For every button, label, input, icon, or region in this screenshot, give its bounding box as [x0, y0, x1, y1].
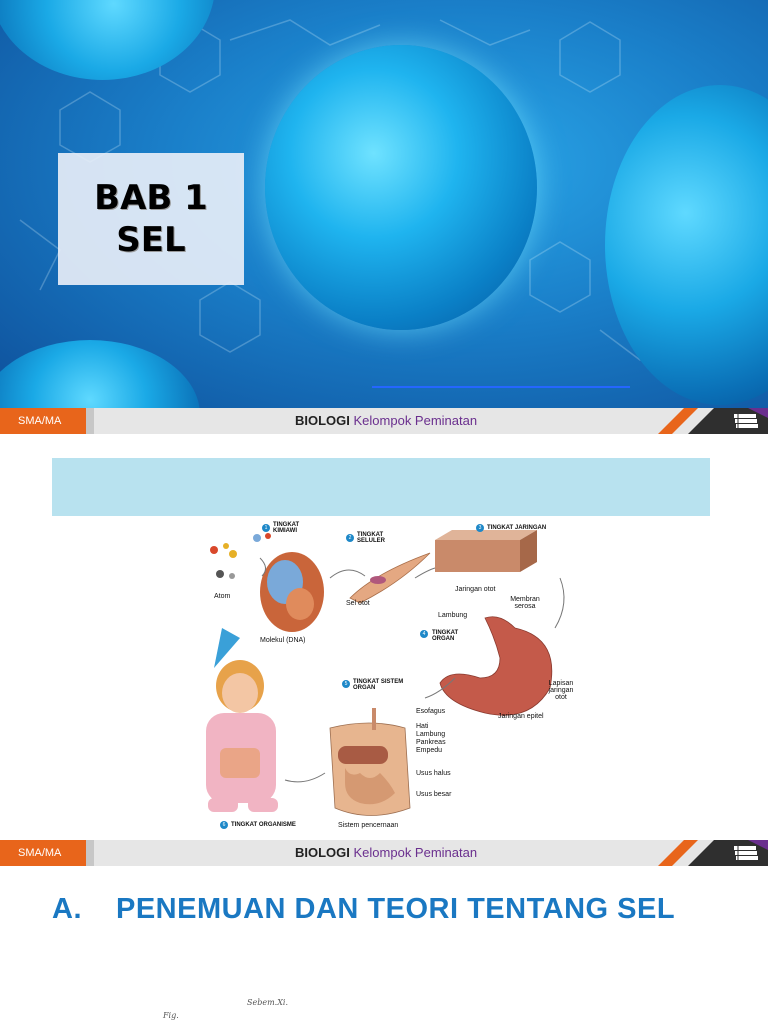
- label-stomach: Lambung: [438, 612, 468, 619]
- chapter-number: BAB 1: [94, 178, 208, 218]
- label-esophagus: Esofagus: [416, 708, 446, 715]
- level-badge: 5: [342, 680, 350, 688]
- label-liver: Hati: [416, 723, 429, 730]
- handwritten-note: Fig.: [163, 1011, 179, 1020]
- level-badge: 2: [346, 534, 354, 542]
- footer-level-label: SMA/MA: [0, 408, 86, 434]
- label-serous-membrane: Membran serosa: [510, 596, 540, 610]
- label-atom: Atom: [214, 593, 231, 600]
- label-muscle-layer: Lapisan jaringan otot: [548, 680, 574, 701]
- chapter-title: SEL: [116, 220, 186, 260]
- cover-slide: BAB 1 SEL: [0, 0, 768, 408]
- level-badge: 1: [262, 524, 270, 532]
- section-heading: A. PENEMUAN DAN TEORI TENTANG SEL: [52, 893, 675, 926]
- level-badge: 6: [220, 821, 228, 829]
- decorative-line: [372, 386, 630, 388]
- level-badge: 4: [420, 630, 428, 638]
- chapter-title-box: BAB 1 SEL: [58, 153, 244, 285]
- book-stack-icon: [734, 846, 758, 860]
- section-title: PENEMUAN DAN TEORI TENTANG SEL: [116, 893, 676, 925]
- label-large-intestine: Usus besar: [416, 791, 452, 798]
- level-label: TINGKAT ORGAN: [432, 630, 459, 642]
- handwritten-note: Sebem.Xi.: [247, 998, 288, 1007]
- footer-subject: BIOLOGI Kelompok Peminatan: [295, 845, 478, 860]
- slide-footer: SMA/MA BIOLOGI Kelompok Peminatan: [0, 408, 768, 434]
- book-stack-icon: [734, 414, 758, 428]
- label-molecule: Molekul (DNA): [260, 637, 306, 644]
- label-muscle-cell: Sel otot: [346, 600, 370, 607]
- footer-subject: BIOLOGI Kelompok Peminatan: [295, 413, 478, 428]
- label-small-intestine: Usus halus: [416, 770, 451, 777]
- cell-image: [265, 45, 537, 330]
- section-number: A.: [52, 893, 82, 925]
- footer-level-label: SMA/MA: [0, 840, 86, 866]
- level-label: TINGKAT JARINGAN: [487, 525, 547, 531]
- label-digestive-system: Sistem pencernaan: [338, 822, 399, 829]
- level-label: TINGKAT SISTEM ORGAN: [353, 679, 404, 691]
- level-badge: 3: [476, 524, 484, 532]
- level-label: TINGKAT SELULER: [357, 532, 386, 544]
- slide-header-banner: [52, 458, 710, 516]
- diagram-illustration: [206, 530, 565, 816]
- organization-levels-diagram: 1 TINGKAT KIMIAWI 2 TINGKAT SELULER 3 TI…: [200, 518, 580, 836]
- label-epithelial-tissue: Jaringan epitel: [498, 713, 544, 720]
- label-gallbladder: Empedu: [416, 747, 443, 754]
- level-label: TINGKAT ORGANISME: [231, 822, 296, 828]
- slide-footer: SMA/MA BIOLOGI Kelompok Peminatan: [0, 840, 768, 866]
- label-muscle-tissue: Jaringan otot: [455, 586, 496, 593]
- label-stomach-2: Lambung: [416, 731, 446, 738]
- label-pancreas: Pankreas: [416, 739, 446, 746]
- level-label: TINGKAT KIMIAWI: [273, 522, 300, 534]
